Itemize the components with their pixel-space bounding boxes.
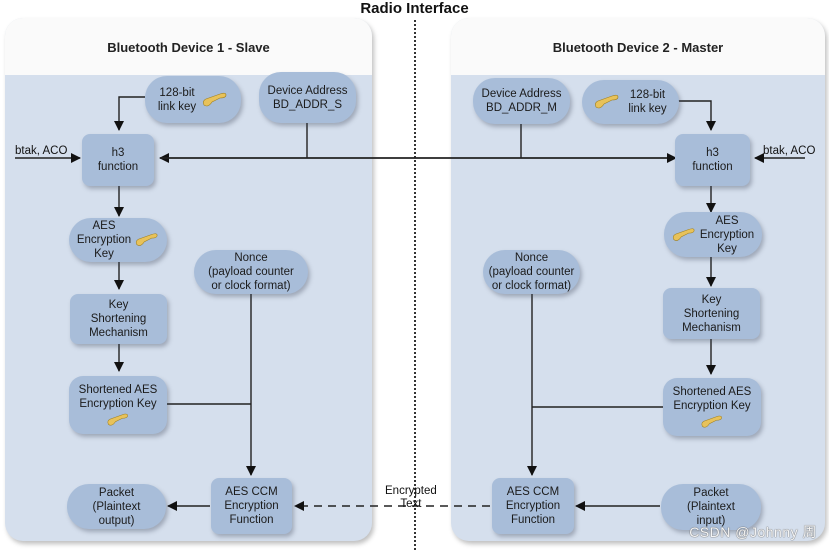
wire-slave-linkkey-h3: [114, 96, 145, 131]
key-icon: [107, 413, 128, 426]
master-h3-function-node: h3 function: [675, 134, 750, 186]
master-panel-header: Bluetooth Device 2 - Master: [451, 18, 825, 75]
key-icon: [672, 227, 695, 241]
slave-panel-header: Bluetooth Device 1 - Slave: [5, 18, 372, 75]
watermark: CSDN @Johnny 周: [689, 524, 817, 540]
key-icon: [701, 415, 722, 428]
slave-aes-key-node: AES Encryption Key: [69, 218, 167, 262]
slave-device-address-node: Device Address BD_ADDR_S: [259, 72, 356, 123]
master-device-address-node: Device Address BD_ADDR_M: [473, 78, 570, 124]
key-icon: [136, 233, 158, 246]
slave-shortened-key-node: Shortened AES Encryption Key: [69, 376, 167, 434]
master-key-shortening-node: Key Shortening Mechanism: [663, 288, 760, 339]
slave-nonce-node: Nonce (payload counter or clock format): [194, 250, 308, 294]
master-input-label: btak, ACO: [763, 145, 816, 157]
slave-h3-function-node: h3 function: [82, 134, 154, 186]
key-icon: [203, 92, 227, 106]
encrypted-text-label: Encrypted Text: [385, 485, 437, 510]
master-shortened-key-node: Shortened AES Encryption Key: [663, 378, 761, 436]
master-link-key-node: 128-bit link key: [582, 80, 679, 124]
slave-link-key-node: 128-bit link key: [145, 76, 241, 123]
master-packet-node: Packet (Plaintext input): [661, 484, 761, 530]
radio-interface-title: Radio Interface: [360, 0, 469, 17]
master-aes-ccm-node: AES CCM Encryption Function: [492, 478, 574, 534]
slave-input-label: btak, ACO: [15, 145, 68, 157]
master-aes-key-node: AES Encryption Key: [664, 212, 762, 257]
radio-interface-divider: [414, 20, 416, 550]
slave-aes-ccm-node: AES CCM Encryption Function: [211, 478, 292, 534]
slave-packet-node: Packet (Plaintext output): [67, 484, 166, 529]
key-icon: [595, 94, 619, 109]
wire-master-linkkey-h3: [678, 100, 716, 131]
master-nonce-node: Nonce (payload counter or clock format): [483, 250, 580, 294]
slave-key-shortening-node: Key Shortening Mechanism: [70, 294, 167, 344]
